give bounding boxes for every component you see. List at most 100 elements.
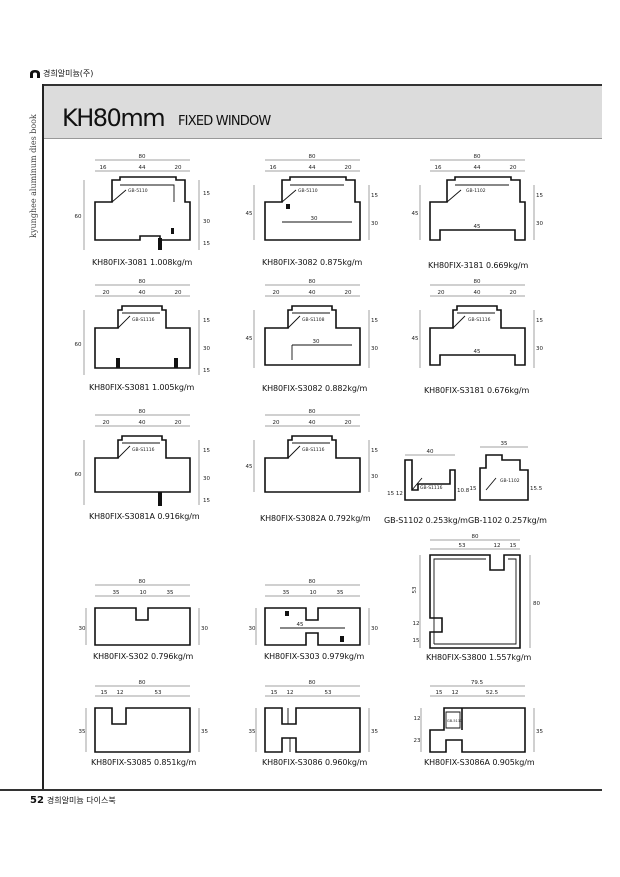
svg-text:10: 10	[140, 590, 147, 596]
svg-text:GB-1102: GB-1102	[466, 188, 486, 194]
svg-text:40: 40	[427, 449, 434, 455]
profile-drawing-kh80fix-s3081a: 80 20 40 20 60 15 30 15 GB-S1116	[75, 409, 210, 506]
profile-caption-kh80fix-3082: KH80FIX-3082 0.875kg/m	[262, 258, 363, 267]
svg-text:60: 60	[75, 472, 82, 478]
svg-text:12: 12	[414, 716, 421, 722]
svg-text:35: 35	[167, 590, 174, 596]
svg-text:35: 35	[249, 729, 256, 735]
svg-text:30: 30	[371, 346, 378, 352]
svg-text:GB-S1116: GB-S1116	[420, 485, 443, 491]
svg-text:80: 80	[309, 279, 316, 285]
svg-text:53: 53	[325, 690, 332, 696]
profile-caption-kh80fix-s3081: KH80FIX-S3081 1.005kg/m	[89, 383, 195, 392]
profile-drawing-kh80fix-s3086a: 79.5 15 12 52.5 23 12 35 GB-5110	[414, 680, 543, 753]
svg-text:40: 40	[474, 290, 481, 296]
svg-text:15: 15	[203, 241, 210, 247]
svg-text:GB-5110: GB-5110	[128, 188, 148, 194]
svg-text:10: 10	[310, 590, 317, 596]
profile-caption-kh80fix-s3086a: KH80FIX-S3086A 0.905kg/m	[424, 758, 535, 767]
svg-text:80: 80	[139, 409, 146, 415]
svg-text:23: 23	[414, 738, 421, 744]
profile-drawing-kh80fix-3181: 80 16 44 20 45 15 30 45 GB-1102	[412, 154, 543, 241]
profile-caption-kh80fix-s3082a: KH80FIX-S3082A 0.792kg/m	[260, 514, 371, 523]
svg-text:15: 15	[371, 193, 378, 199]
profile-drawing-kh80fix-s3082a: 80 20 40 20 45 15 30 GB-S1116	[246, 409, 378, 493]
svg-text:15: 15	[536, 193, 543, 199]
svg-text:15: 15	[203, 368, 210, 374]
svg-text:44: 44	[139, 165, 146, 171]
svg-text:GB-1102: GB-1102	[500, 478, 520, 484]
svg-text:GB-S1116: GB-S1116	[302, 447, 325, 453]
svg-text:53: 53	[459, 543, 466, 549]
profile-drawing-kh80fix-3081: 80 16 44 20 60 15 30 15 GB-5110	[75, 154, 210, 250]
profile-caption-kh80fix-s3081a: KH80FIX-S3081A 0.916kg/m	[89, 512, 200, 521]
profile-drawing-kh80fix-s3082: 80 20 40 20 45 15 30 30 GB-S1108	[246, 279, 378, 368]
svg-text:35: 35	[501, 441, 508, 447]
svg-text:15: 15	[436, 690, 443, 696]
svg-text:79.5: 79.5	[471, 680, 484, 686]
svg-text:40: 40	[309, 420, 316, 426]
svg-text:30: 30	[203, 346, 210, 352]
svg-text:15: 15	[536, 318, 543, 324]
profile-drawing-gb-s1102: 40 15 12 10.8 GB-S1116	[387, 449, 470, 501]
svg-text:15 12: 15 12	[387, 491, 403, 497]
svg-text:80: 80	[139, 579, 146, 585]
svg-text:35: 35	[536, 729, 543, 735]
svg-text:15: 15	[203, 318, 210, 324]
svg-text:45: 45	[246, 464, 253, 470]
svg-text:20: 20	[510, 290, 517, 296]
company-logo-icon	[30, 69, 40, 78]
profile-caption-kh80fix-s303: KH80FIX-S303 0.979kg/m	[264, 652, 365, 661]
side-rule	[42, 84, 44, 790]
svg-text:GB-S1116: GB-S1116	[468, 317, 491, 323]
svg-text:16: 16	[435, 165, 442, 171]
svg-text:45: 45	[297, 622, 304, 628]
profile-drawing-kh80fix-s3081: 80 20 40 20 60 15 30 15 GB-S1116	[75, 279, 210, 375]
profile-caption-kh80fix-s3086: KH80FIX-S3086 0.960kg/m	[262, 758, 368, 767]
svg-text:30: 30	[203, 219, 210, 225]
svg-text:12: 12	[117, 690, 124, 696]
svg-text:45: 45	[474, 349, 481, 355]
profile-drawing-kh80fix-s3085: 80 15 12 53 35 35	[79, 680, 208, 753]
svg-text:20: 20	[103, 420, 110, 426]
svg-text:30: 30	[203, 476, 210, 482]
svg-text:60: 60	[75, 342, 82, 348]
svg-text:45: 45	[246, 336, 253, 342]
profile-caption-kh80fix-3081: KH80FIX-3081 1.008kg/m	[92, 258, 193, 267]
svg-text:GB-5110: GB-5110	[447, 719, 462, 723]
profile-caption-kh80fix-s302: KH80FIX-S302 0.796kg/m	[93, 652, 194, 661]
svg-text:20: 20	[345, 165, 352, 171]
svg-text:53: 53	[155, 690, 162, 696]
svg-text:80: 80	[309, 409, 316, 415]
svg-text:35: 35	[283, 590, 290, 596]
svg-text:16: 16	[100, 165, 107, 171]
svg-text:45: 45	[474, 224, 481, 230]
svg-text:30: 30	[371, 221, 378, 227]
profile-caption-kh80fix-s3082: KH80FIX-S3082 0.882kg/m	[262, 384, 368, 393]
profile-caption-gb-1102: GB-1102 0.257kg/m	[468, 516, 547, 525]
svg-text:15: 15	[101, 690, 108, 696]
svg-text:35: 35	[371, 729, 378, 735]
svg-text:30: 30	[201, 626, 208, 632]
svg-text:15: 15	[371, 448, 378, 454]
svg-text:15: 15	[271, 690, 278, 696]
svg-text:15: 15	[203, 448, 210, 454]
svg-text:52.5: 52.5	[486, 690, 499, 696]
profile-caption-kh80fix-3181: KH80FIX-3181 0.669kg/m	[428, 261, 529, 270]
svg-text:80: 80	[309, 579, 316, 585]
svg-text:80: 80	[309, 154, 316, 160]
svg-text:35: 35	[201, 729, 208, 735]
profile-drawing-kh80fix-s3181: 80 20 40 20 45 15 30 45 GB-S1116	[412, 279, 543, 368]
svg-text:30: 30	[536, 221, 543, 227]
svg-text:20: 20	[345, 420, 352, 426]
svg-text:44: 44	[309, 165, 316, 171]
svg-text:15: 15	[413, 638, 420, 644]
profile-caption-kh80fix-s3800: KH80FIX-S3800 1.557kg/m	[426, 653, 532, 662]
svg-text:GB-5110: GB-5110	[298, 188, 318, 194]
svg-text:45: 45	[412, 211, 419, 217]
svg-text:20: 20	[273, 290, 280, 296]
svg-text:15.5: 15.5	[530, 486, 543, 492]
profile-drawing-kh80fix-s303: 80 35 10 35 30 30 45	[249, 579, 378, 646]
